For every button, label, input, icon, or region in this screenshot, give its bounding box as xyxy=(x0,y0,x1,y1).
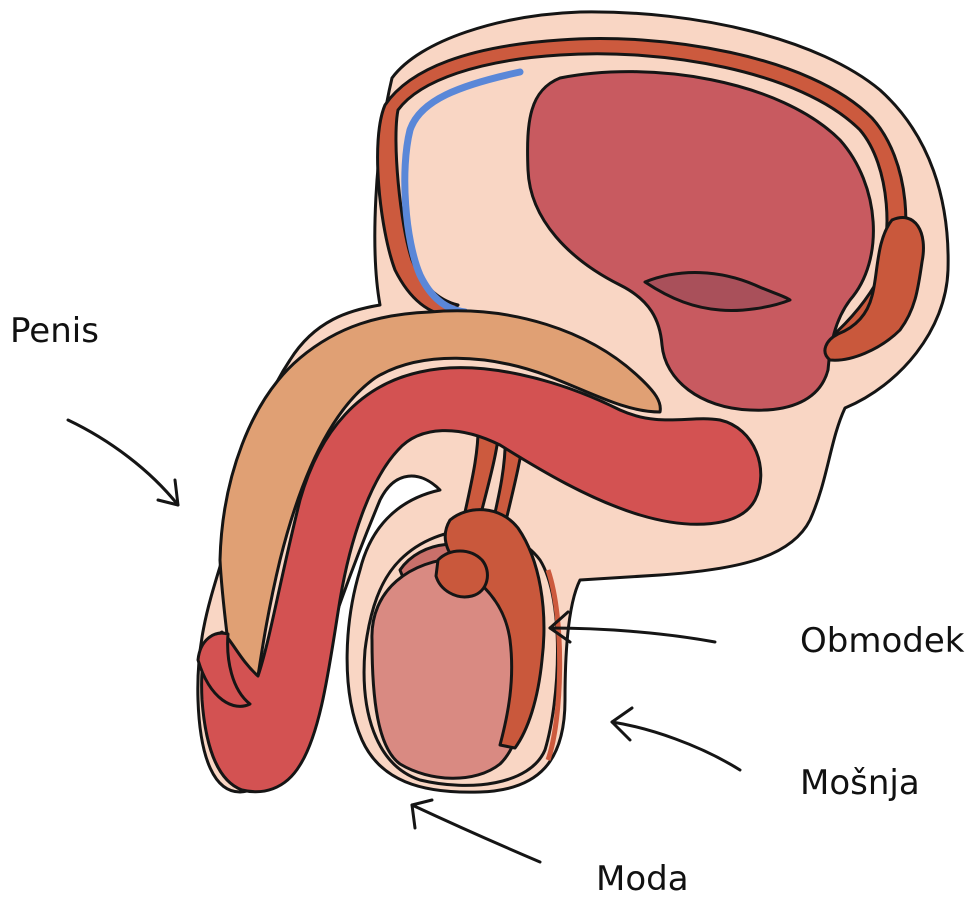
arrow-penis xyxy=(68,420,178,505)
arrow-epididymis xyxy=(550,628,715,642)
label-epididymis: Obmodek xyxy=(800,624,964,658)
label-testis: Moda xyxy=(596,862,689,896)
label-scrotum: Mošnja xyxy=(800,766,920,800)
label-penis: Penis xyxy=(10,314,99,348)
epididymis-head xyxy=(436,551,487,597)
arrow-testis xyxy=(412,805,540,862)
arrow-scrotum xyxy=(612,722,740,770)
